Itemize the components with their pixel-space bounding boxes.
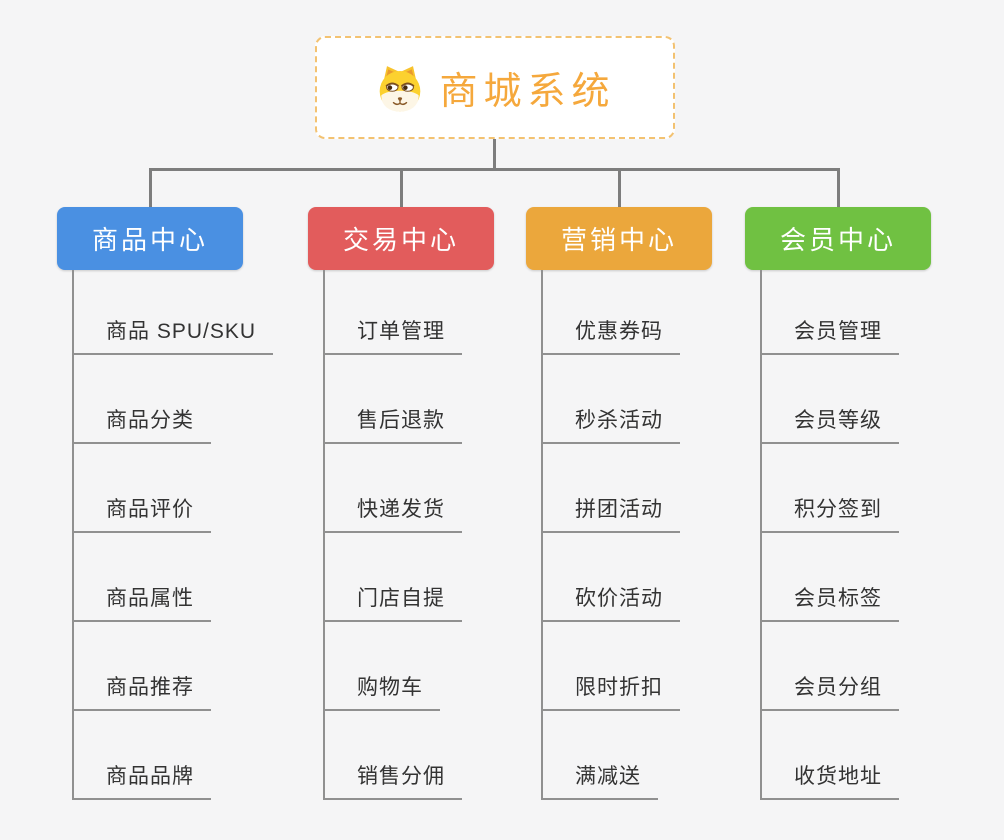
branch-node-member-center[interactable]: 会员中心 [745,207,931,270]
leaf-item[interactable]: 砍价活动 [543,582,680,622]
connector-horizontal [149,168,840,171]
leaf-item[interactable]: 购物车 [325,671,440,711]
leaf-item[interactable]: 销售分佣 [325,760,462,800]
branch-trunk-product-center: 商品 SPU/SKU 商品分类 商品评价 商品属性 商品推荐 商品品牌 [72,270,297,800]
connector-drop-marketing [618,168,621,207]
branch-node-marketing-center[interactable]: 营销中心 [526,207,712,270]
leaf-item[interactable]: 秒杀活动 [543,404,680,444]
leaf-item[interactable]: 快递发货 [325,493,462,533]
leaf-item[interactable]: 优惠券码 [543,315,680,355]
leaf-item[interactable]: 商品 SPU/SKU [74,315,274,355]
branch-column-member-center: 会员中心 会员管理 会员等级 积分签到 会员标签 会员分组 收货地址 [745,207,985,800]
leaf-item[interactable]: 售后退款 [325,404,462,444]
leaf-item[interactable]: 商品属性 [74,582,211,622]
doge-icon [374,62,426,114]
leaf-item[interactable]: 限时折扣 [543,671,680,711]
branch-node-product-center[interactable]: 商品中心 [57,207,243,270]
branch-trunk-trade-center: 订单管理 售后退款 快递发货 门店自提 购物车 销售分佣 [323,270,548,800]
leaf-item[interactable]: 满减送 [543,760,658,800]
leaf-item[interactable]: 会员等级 [762,404,899,444]
connector-drop-trade [400,168,403,207]
branch-node-trade-center[interactable]: 交易中心 [308,207,494,270]
branch-column-product-center: 商品中心 商品 SPU/SKU 商品分类 商品评价 商品属性 商品推荐 商品品牌 [57,207,297,800]
branch-trunk-marketing-center: 优惠券码 秒杀活动 拼团活动 砍价活动 限时折扣 满减送 [541,270,766,800]
leaf-item[interactable]: 会员管理 [762,315,899,355]
leaf-item[interactable]: 门店自提 [325,582,462,622]
branch-trunk-member-center: 会员管理 会员等级 积分签到 会员标签 会员分组 收货地址 [760,270,985,800]
leaf-item[interactable]: 商品推荐 [74,671,211,711]
branch-column-marketing-center: 营销中心 优惠券码 秒杀活动 拼团活动 砍价活动 限时折扣 满减送 [526,207,766,800]
root-node[interactable]: 商城系统 [315,36,675,139]
leaf-item[interactable]: 会员分组 [762,671,899,711]
leaf-item[interactable]: 商品评价 [74,493,211,533]
leaf-item[interactable]: 拼团活动 [543,493,680,533]
leaf-item[interactable]: 商品品牌 [74,760,211,800]
branch-column-trade-center: 交易中心 订单管理 售后退款 快递发货 门店自提 购物车 销售分佣 [308,207,548,800]
leaf-item[interactable]: 订单管理 [325,315,462,355]
leaf-item[interactable]: 收货地址 [762,760,899,800]
leaf-item[interactable]: 商品分类 [74,404,211,444]
root-label: 商城系统 [439,71,616,113]
leaf-item[interactable]: 会员标签 [762,582,899,622]
connector-drop-member [837,168,840,207]
connector-drop-product [149,168,152,207]
leaf-item[interactable]: 积分签到 [762,493,899,533]
connector-root-stub [493,139,496,168]
